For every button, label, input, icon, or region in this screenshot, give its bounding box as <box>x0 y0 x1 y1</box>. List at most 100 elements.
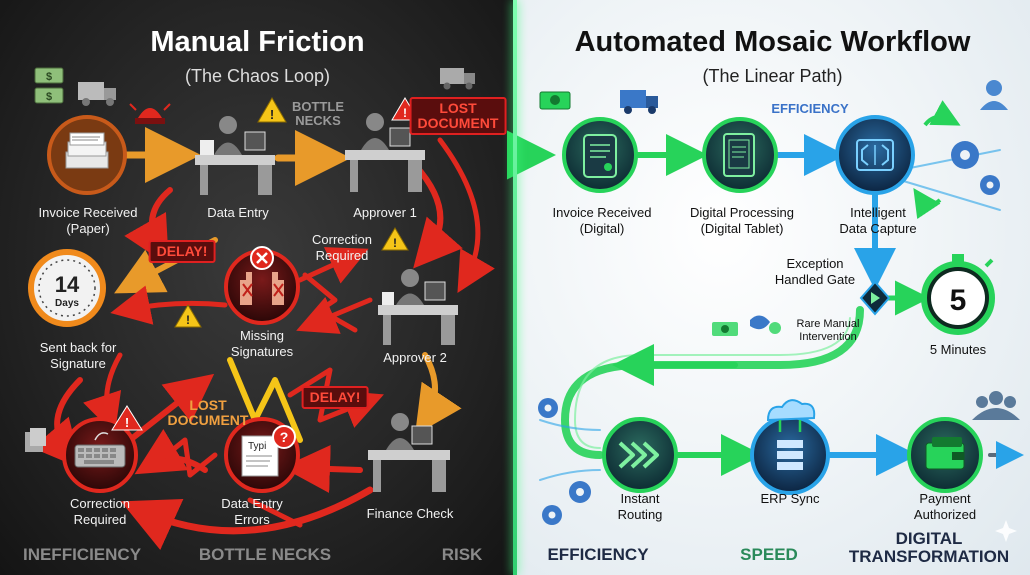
arrow-missing-to-sent <box>110 285 228 325</box>
footer-efficiency: EFFICIENCY <box>547 545 649 564</box>
panel-divider <box>513 0 517 575</box>
warning-icon-mid: ! <box>174 304 202 328</box>
label-sent-back: Sent back for Signature <box>39 340 117 371</box>
zigzag-red-3 <box>302 272 358 333</box>
zigzag-red-2 <box>157 437 218 478</box>
arrow-back-2 <box>83 352 123 435</box>
label-digital-processing: Digital Processing (Digital Tablet) <box>689 205 795 236</box>
label-correction-mid: Correction Required <box>312 232 372 263</box>
label-correction-bottom: Correction Required <box>70 496 130 527</box>
arrow-finance-to-errors <box>282 445 363 493</box>
svg-text:!: ! <box>270 107 274 122</box>
label-data-entry-errors: Data Entry Errors <box>221 496 283 527</box>
timer-icon: 5 <box>921 254 995 335</box>
svg-text:!: ! <box>186 313 190 327</box>
label-data-entry: Data Entry <box>207 205 269 220</box>
return-sweep-glow <box>573 317 851 449</box>
label-invoice-digital: Invoice Received (Digital) <box>552 205 652 236</box>
warning-icon-keyboard: ! <box>111 405 143 431</box>
wallet-card-icon <box>907 417 983 493</box>
warning-icon-correction: ! <box>381 227 409 251</box>
tablet-icon <box>562 117 638 193</box>
keyboard-icon <box>62 417 138 493</box>
document-icon <box>702 117 778 193</box>
label-approver-2: Approver 2 <box>383 350 447 365</box>
sparkle-icon <box>995 520 1017 542</box>
tag-delay-2: DELAY! <box>301 386 369 409</box>
right-subtitle: (The Linear Path) <box>702 66 843 86</box>
tag-bottlenecks: BOTTLE NECKS <box>292 99 344 128</box>
footer-inefficiency: INEFFICIENCY <box>22 545 142 564</box>
worker-desk-icon-finance <box>368 413 450 492</box>
data-stream-2 <box>899 179 1001 211</box>
left-title: Manual Friction <box>150 26 365 58</box>
linear-flow-lines <box>539 134 1024 481</box>
raised-hands-icon <box>224 246 300 325</box>
label-approver-1: Approver 1 <box>353 205 417 220</box>
footer-risk: RISK <box>441 545 483 564</box>
money-icon: $ $ <box>34 67 64 104</box>
clock-number: 14 <box>55 272 80 297</box>
truck-icon-digital <box>620 90 658 114</box>
footer-bottlenecks: BOTTLE NECKS <box>198 545 332 564</box>
clock-icon: 14 Days <box>28 249 106 327</box>
label-five-minutes: 5 Minutes <box>929 342 987 357</box>
paper-stack-icon <box>65 132 109 169</box>
svg-text:?: ? <box>280 429 289 445</box>
warning-icon-bottlenecks: ! <box>257 97 287 123</box>
svg-text:$: $ <box>46 71 52 83</box>
tag-delay-1: DELAY! <box>148 240 216 263</box>
left-subtitle: (The Chaos Loop) <box>184 66 331 86</box>
right-title: Automated Mosaic Workflow <box>574 26 971 58</box>
arrow-finance-to-correction <box>120 486 374 550</box>
zigzag-yellow <box>227 357 303 443</box>
svg-text:!: ! <box>125 415 129 430</box>
worker-desk-icon-approver1 <box>345 113 425 192</box>
arrow-approver2-to-missing <box>296 296 373 334</box>
clock-unit: Days <box>55 298 79 309</box>
money-icon-digital <box>539 91 571 110</box>
label-rare-manual: Rare Manual Intervention <box>796 318 860 343</box>
return-sweep <box>560 306 864 459</box>
svg-text:$: $ <box>46 91 52 103</box>
refresh-arrows-icon <box>913 100 961 220</box>
brain-chip-icon <box>835 115 915 195</box>
arrow-approver1-down <box>412 162 463 269</box>
cloud-server-icon <box>750 399 830 495</box>
arrow-approver2-to-finance <box>415 352 462 435</box>
paper-folder-icon <box>25 428 46 452</box>
data-stream-4 <box>539 469 601 481</box>
svg-text:!: ! <box>393 236 397 250</box>
data-stream-3 <box>539 419 601 431</box>
siren-icon <box>129 103 171 124</box>
tag-lost-document-bottom: LOST DOCUMENT <box>167 397 249 428</box>
data-stream-1 <box>899 149 1001 171</box>
gate-diamond-icon <box>859 280 891 316</box>
label-exception-gate: Exception Handled Gate <box>774 256 856 287</box>
label-invoice-paper: Invoice Received (Paper) <box>38 205 138 236</box>
error-doc-text: Typi <box>248 441 266 452</box>
truck-icon-top-center <box>440 68 475 90</box>
worker-desk-icon-data-entry <box>195 116 275 195</box>
rare-manual-icons <box>712 315 781 336</box>
label-missing-signatures: Missing Signatures <box>230 328 294 359</box>
efficiency-label: EFFICIENCY <box>771 101 849 116</box>
label-data-capture: Intelligent Data Capture <box>839 205 917 236</box>
error-document-icon: Typi ? <box>224 417 300 493</box>
users-icon <box>972 391 1020 420</box>
truck-icon <box>78 82 116 106</box>
gear-icon <box>538 141 1000 525</box>
worker-desk-icon-approver2 <box>378 269 458 345</box>
footer-digital-transformation: DIGITAL TRANSFORMATION <box>848 529 1010 566</box>
timer-number: 5 <box>950 284 967 317</box>
arrow-bottom-1 <box>247 497 303 528</box>
label-payment-authorized: Payment Authorized <box>913 491 977 522</box>
fast-forward-icon <box>602 417 678 493</box>
label-finance-check: Finance Check <box>366 506 454 521</box>
svg-text:!: ! <box>403 106 407 120</box>
tag-lost-document-top: LOST DOCUMENT <box>409 97 507 135</box>
label-erp-sync: ERP Sync <box>760 491 820 506</box>
invoice-paper-node <box>47 115 127 195</box>
